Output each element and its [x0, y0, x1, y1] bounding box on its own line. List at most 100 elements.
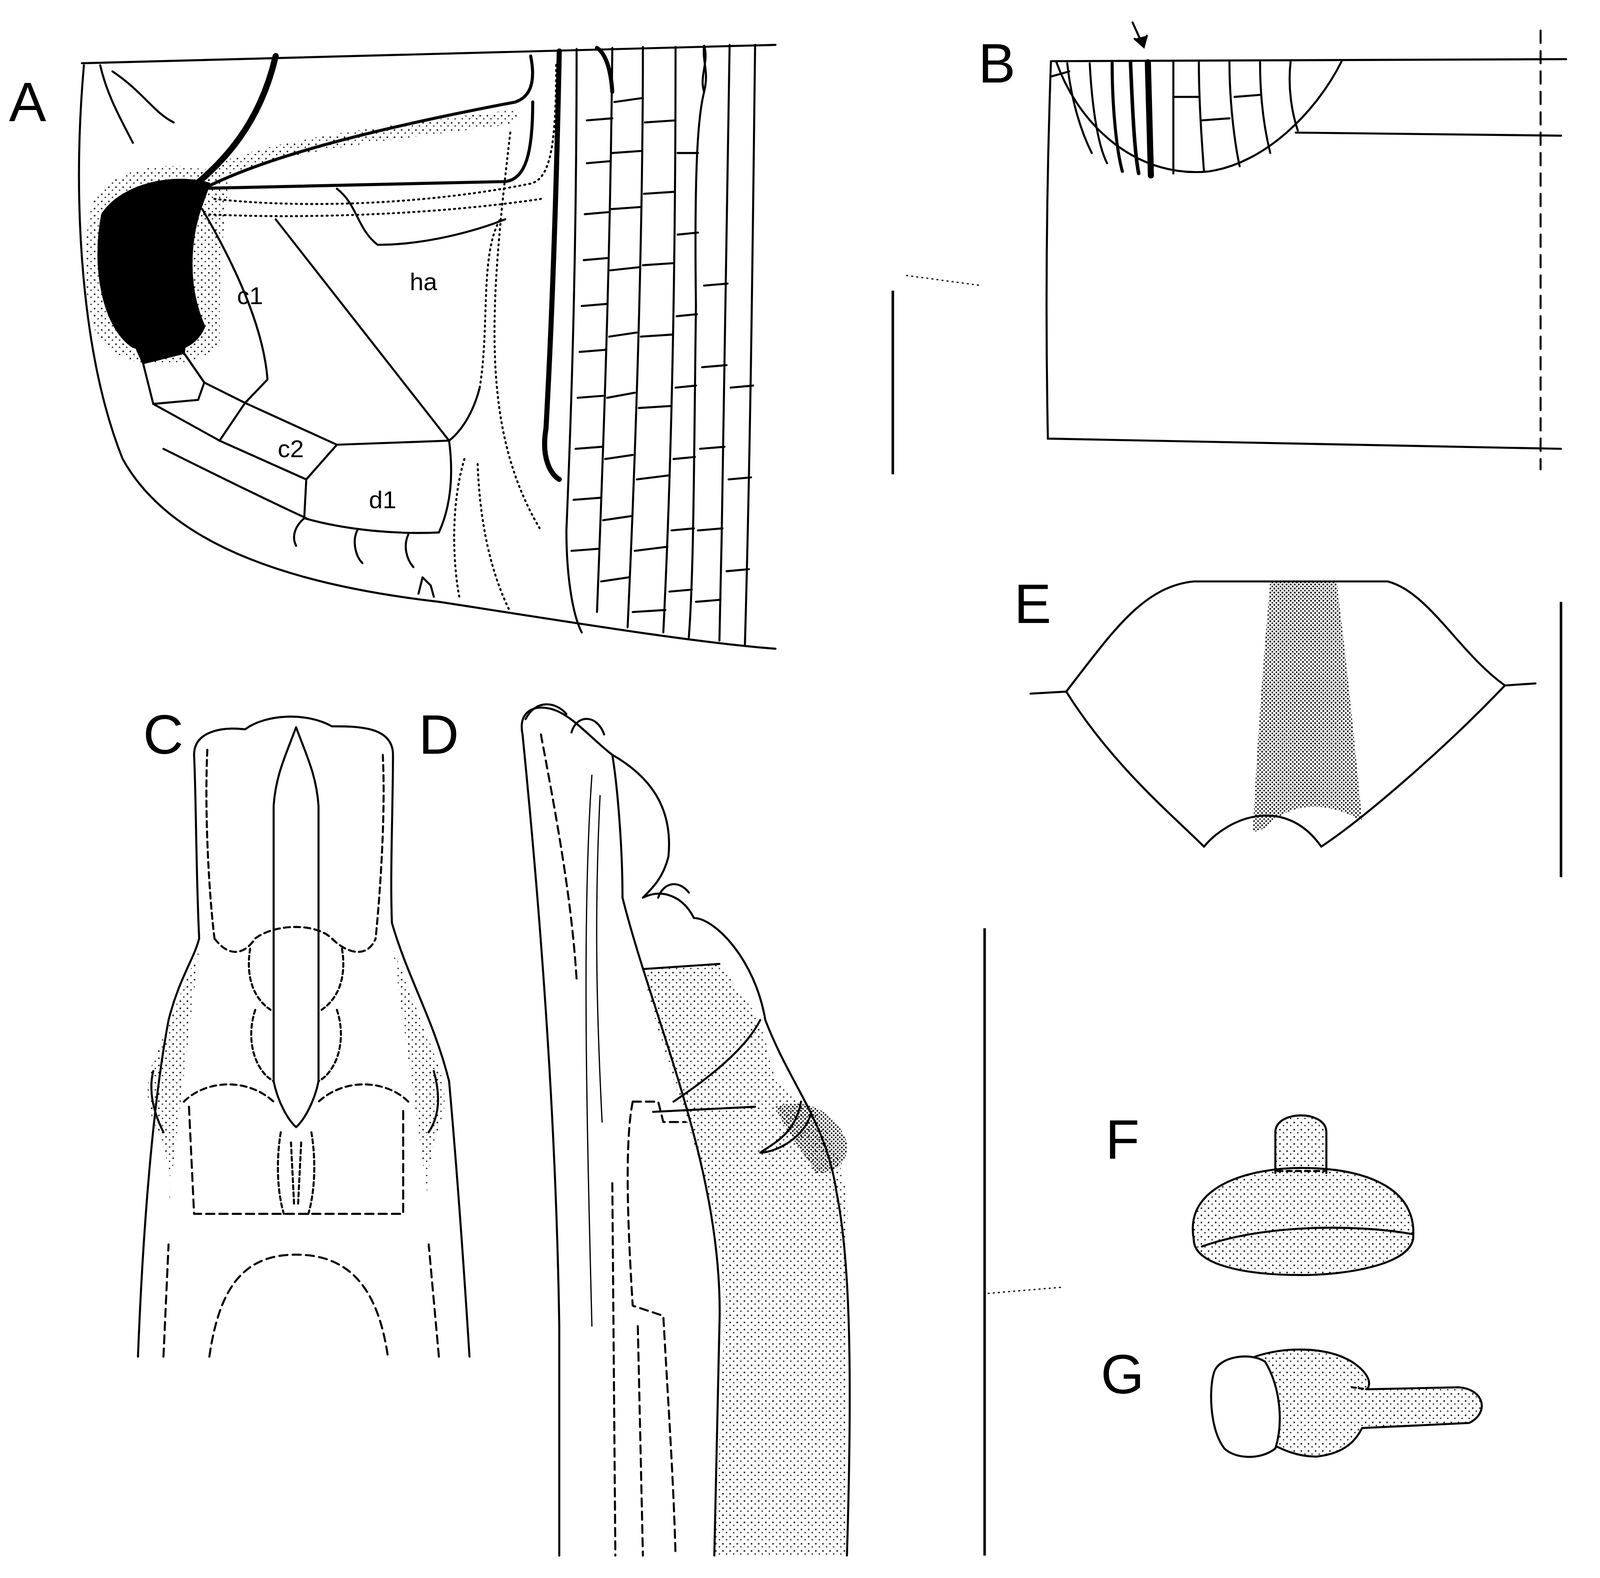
- aedeagus-ventral-stroke: [428, 1071, 438, 1133]
- wing-base-drawing-stroke: [85, 166, 230, 366]
- wing-base-drawing-stroke: [695, 283, 728, 602]
- wing-base-drawing-stroke: [294, 518, 305, 546]
- panel-letter: B: [978, 35, 1016, 92]
- wing-base-drawing-stroke: [143, 352, 205, 404]
- panel-letter: A: [8, 74, 46, 130]
- wing-base-drawing-stroke: [204, 198, 541, 217]
- panel-letter: G: [1100, 1346, 1144, 1403]
- wing-base-drawing-stroke: [479, 219, 500, 388]
- wing-base-drawing-stroke: [418, 577, 434, 597]
- aedeagus-lateral-stroke: [612, 1183, 643, 1556]
- aedeagus-ventral-stroke: [277, 1132, 315, 1215]
- scale-bars-stroke: [906, 275, 982, 286]
- aedeagus-lateral-stroke: [627, 1101, 686, 1556]
- wing-base-drawing-stroke: [304, 479, 439, 533]
- segment-drawing-stroke: [1051, 63, 1092, 154]
- segment-drawing-stroke: [1130, 62, 1139, 174]
- structure-f-stroke: [1192, 1167, 1414, 1276]
- aedeagus-ventral-stroke: [183, 1084, 409, 1102]
- wing-base-drawing-stroke: [81, 45, 776, 64]
- scale-bars: [892, 275, 1561, 1556]
- wing-base-drawing-stroke: [597, 47, 613, 612]
- aedeagus-ventral-stroke: [206, 749, 215, 939]
- wing-base-drawing-stroke: [405, 534, 414, 568]
- segment-drawing-stroke: [1172, 62, 1175, 174]
- wing-base-drawing-stroke: [100, 65, 133, 143]
- aedeagus-ventral: [137, 716, 470, 1357]
- aedeagus-ventral-stroke: [214, 927, 376, 953]
- scale-bars-stroke: [987, 1287, 1062, 1294]
- segment-drawing-stroke: [1295, 132, 1561, 136]
- aedeagus-lateral-stroke: [760, 1101, 812, 1153]
- sternite-drawing-stroke: [1252, 581, 1363, 833]
- wing-base-drawing-stroke: [454, 459, 465, 597]
- aedeagus-lateral-stroke: [571, 719, 605, 735]
- wing-base-drawing-stroke: [438, 440, 452, 533]
- aedeagus-lateral-stroke: [596, 795, 603, 1123]
- segment-drawing-stroke: [1289, 61, 1298, 131]
- aedeagus-ventral-stroke: [188, 1106, 403, 1215]
- aedeagus-ventral-stroke: [248, 948, 344, 1011]
- wing-base-drawing-stroke: [744, 45, 756, 645]
- aedeagus-lateral-stroke: [642, 963, 848, 1556]
- sternite-drawing-stroke: [1030, 581, 1536, 694]
- wing-base-drawing-stroke: [153, 402, 246, 441]
- aedeagus-lateral-stroke: [521, 707, 670, 1556]
- aedeagus-ventral-stroke: [375, 754, 384, 939]
- cell-label: d1: [368, 487, 397, 513]
- segment-drawing-stroke: [1539, 30, 1542, 470]
- aedeagus-lateral-stroke: [525, 704, 567, 720]
- segment-drawing-stroke: [1147, 62, 1152, 176]
- wing-base-drawing: [78, 45, 776, 649]
- wing-base-drawing-stroke: [449, 387, 480, 441]
- aedeagus-ventral-stroke: [393, 948, 445, 1204]
- aedeagus-lateral-stroke: [540, 734, 577, 980]
- wing-base-drawing-stroke: [719, 45, 730, 641]
- wing-base-drawing-stroke: [601, 98, 643, 582]
- structure-f-stroke: [1277, 1169, 1325, 1172]
- aedeagus-lateral-stroke: [652, 1106, 755, 1113]
- aedeagus-lateral-stroke: [642, 963, 720, 970]
- segment-drawing-stroke: [1046, 61, 1561, 449]
- structure-f: [1192, 1115, 1414, 1276]
- aedeagus-lateral-stroke: [658, 884, 689, 898]
- cell-label: ha: [409, 269, 438, 295]
- wing-base-drawing-stroke: [477, 463, 511, 612]
- wing-base-drawing-stroke: [566, 49, 582, 633]
- wing-base-drawing-stroke: [112, 71, 174, 123]
- wing-base-drawing-stroke: [354, 530, 363, 564]
- segment-drawing-stroke: [1259, 62, 1271, 154]
- scale-bars-stroke: [983, 928, 986, 1556]
- wing-base-drawing-stroke: [669, 153, 698, 592]
- structure-g: [1210, 1349, 1482, 1457]
- wing-base-drawing-stroke: [202, 209, 268, 403]
- structure-g-stroke: [1210, 1356, 1280, 1457]
- sternite-drawing: [1030, 581, 1536, 847]
- segment-drawing-stroke: [1051, 58, 1567, 61]
- segment-drawing-stroke: [1055, 61, 1342, 173]
- segment-drawing: [1046, 22, 1567, 470]
- cell-label: c1: [236, 283, 263, 309]
- panel-letter: E: [1014, 575, 1052, 632]
- aedeagus-ventral-stroke: [163, 1244, 439, 1357]
- segment-drawing-stroke: [1112, 63, 1123, 172]
- aedeagus-lateral-stroke: [622, 897, 720, 1556]
- scale-bars-stroke: [1559, 601, 1563, 878]
- cell-label: c2: [277, 436, 304, 462]
- segment-drawing-stroke: [1229, 62, 1240, 167]
- aedeagus-ventral-stroke: [251, 1010, 341, 1082]
- segment-drawing-stroke: [1199, 62, 1205, 172]
- scale-bars-stroke: [891, 290, 895, 475]
- wing-base-drawing-stroke: [78, 65, 776, 649]
- aedeagus-lateral-stroke: [585, 775, 592, 1327]
- wing-base-drawing-stroke: [544, 51, 560, 480]
- wing-base-drawing-stroke: [688, 45, 706, 638]
- wing-base-drawing-stroke: [336, 188, 506, 245]
- aedeagus-lateral-stroke: [673, 1020, 761, 1102]
- segment-drawing-stroke: [1089, 63, 1108, 164]
- structure-f-stroke: [1201, 1227, 1414, 1247]
- aedeagus-lateral: [521, 704, 850, 1556]
- aedeagus-ventral-stroke: [137, 716, 470, 1357]
- wing-base-drawing-stroke: [183, 352, 449, 445]
